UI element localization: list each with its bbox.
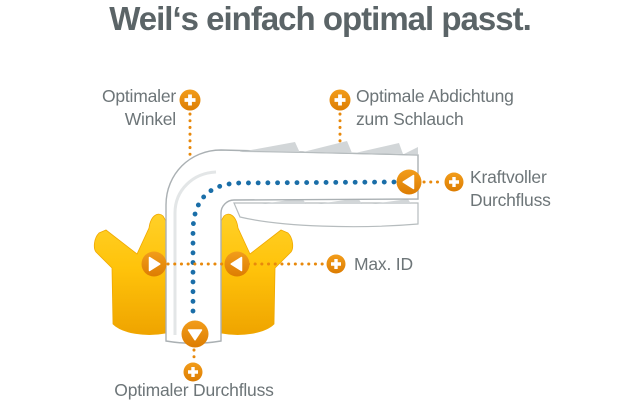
arrow-right-maxid-icon	[141, 251, 167, 277]
label-line: Winkel	[124, 109, 177, 129]
plus-winkel-icon	[179, 89, 201, 111]
label-optimaler-winkel: Optimaler Winkel	[56, 85, 176, 131]
page-title: Weil‘s einfach optimal passt.	[109, 0, 532, 37]
arrow-left-kraftvoller-icon	[396, 169, 422, 195]
wing-nut-right	[220, 213, 294, 335]
label-max-id: Max. ID	[354, 253, 413, 276]
label-kraftvoller-durchfluss: Kraftvoller Durchfluss	[470, 166, 551, 212]
elbow-tube	[165, 141, 419, 344]
hose-barbs	[239, 141, 419, 156]
hose-barb-far-wall	[233, 198, 419, 228]
flow-path-dots	[190, 179, 397, 319]
arrow-left-maxid-icon	[224, 251, 250, 277]
plus-durchfluss-icon	[183, 362, 203, 382]
plus-abdichtung-icon	[329, 89, 351, 111]
plus-kraftvoller-icon	[444, 172, 464, 192]
label-line: Optimaler Durchfluss	[114, 380, 274, 400]
label-line: zum Schlauch	[356, 109, 464, 129]
arrow-down-durchfluss-icon	[181, 320, 209, 348]
label-line: Max. ID	[354, 254, 413, 274]
label-optimale-abdichtung: Optimale Abdichtung zum Schlauch	[356, 85, 514, 131]
label-line: Durchfluss	[470, 190, 551, 210]
wing-nut-left	[93, 213, 167, 335]
label-line: Optimale Abdichtung	[356, 86, 514, 106]
plus-maxid-icon	[326, 254, 346, 274]
label-optimaler-durchfluss: Optimaler Durchfluss	[94, 379, 294, 400]
label-line: Optimaler	[101, 86, 176, 106]
label-line: Kraftvoller	[470, 167, 547, 187]
